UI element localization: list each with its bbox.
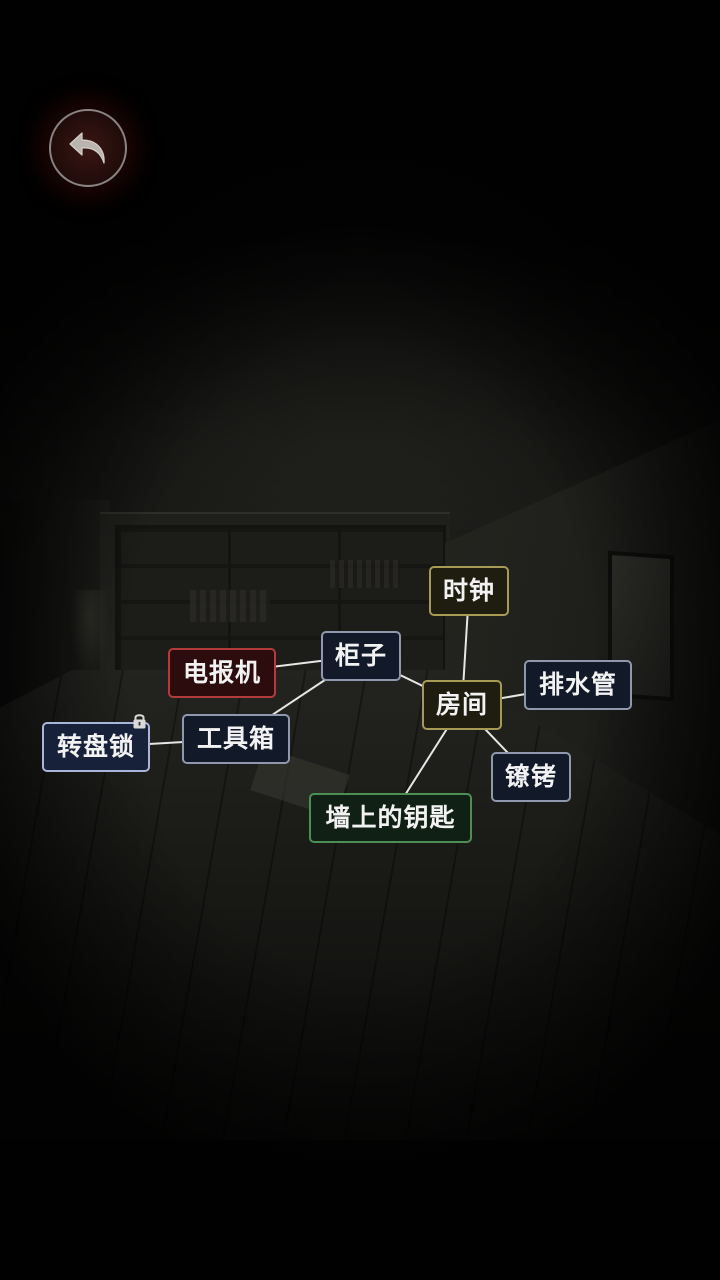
clue-node-room[interactable]: 房间 (422, 680, 502, 730)
clue-node-drain-pipe[interactable]: 排水管 (524, 660, 632, 710)
clue-node-telegraph[interactable]: 电报机 (168, 648, 276, 698)
back-arrow-icon (69, 132, 105, 164)
clue-node-wall-key[interactable]: 墙上的钥匙 (309, 793, 472, 843)
lock-icon (133, 714, 146, 729)
back-button[interactable] (49, 109, 127, 187)
clue-node-clock[interactable]: 时钟 (429, 566, 509, 616)
clue-node-toolbox[interactable]: 工具箱 (182, 714, 290, 764)
clue-node-shackles[interactable]: 镣铐 (491, 752, 571, 802)
clue-node-cabinet[interactable]: 柜子 (321, 631, 401, 681)
clue-node-dial-lock[interactable]: 转盘锁 (42, 722, 150, 772)
